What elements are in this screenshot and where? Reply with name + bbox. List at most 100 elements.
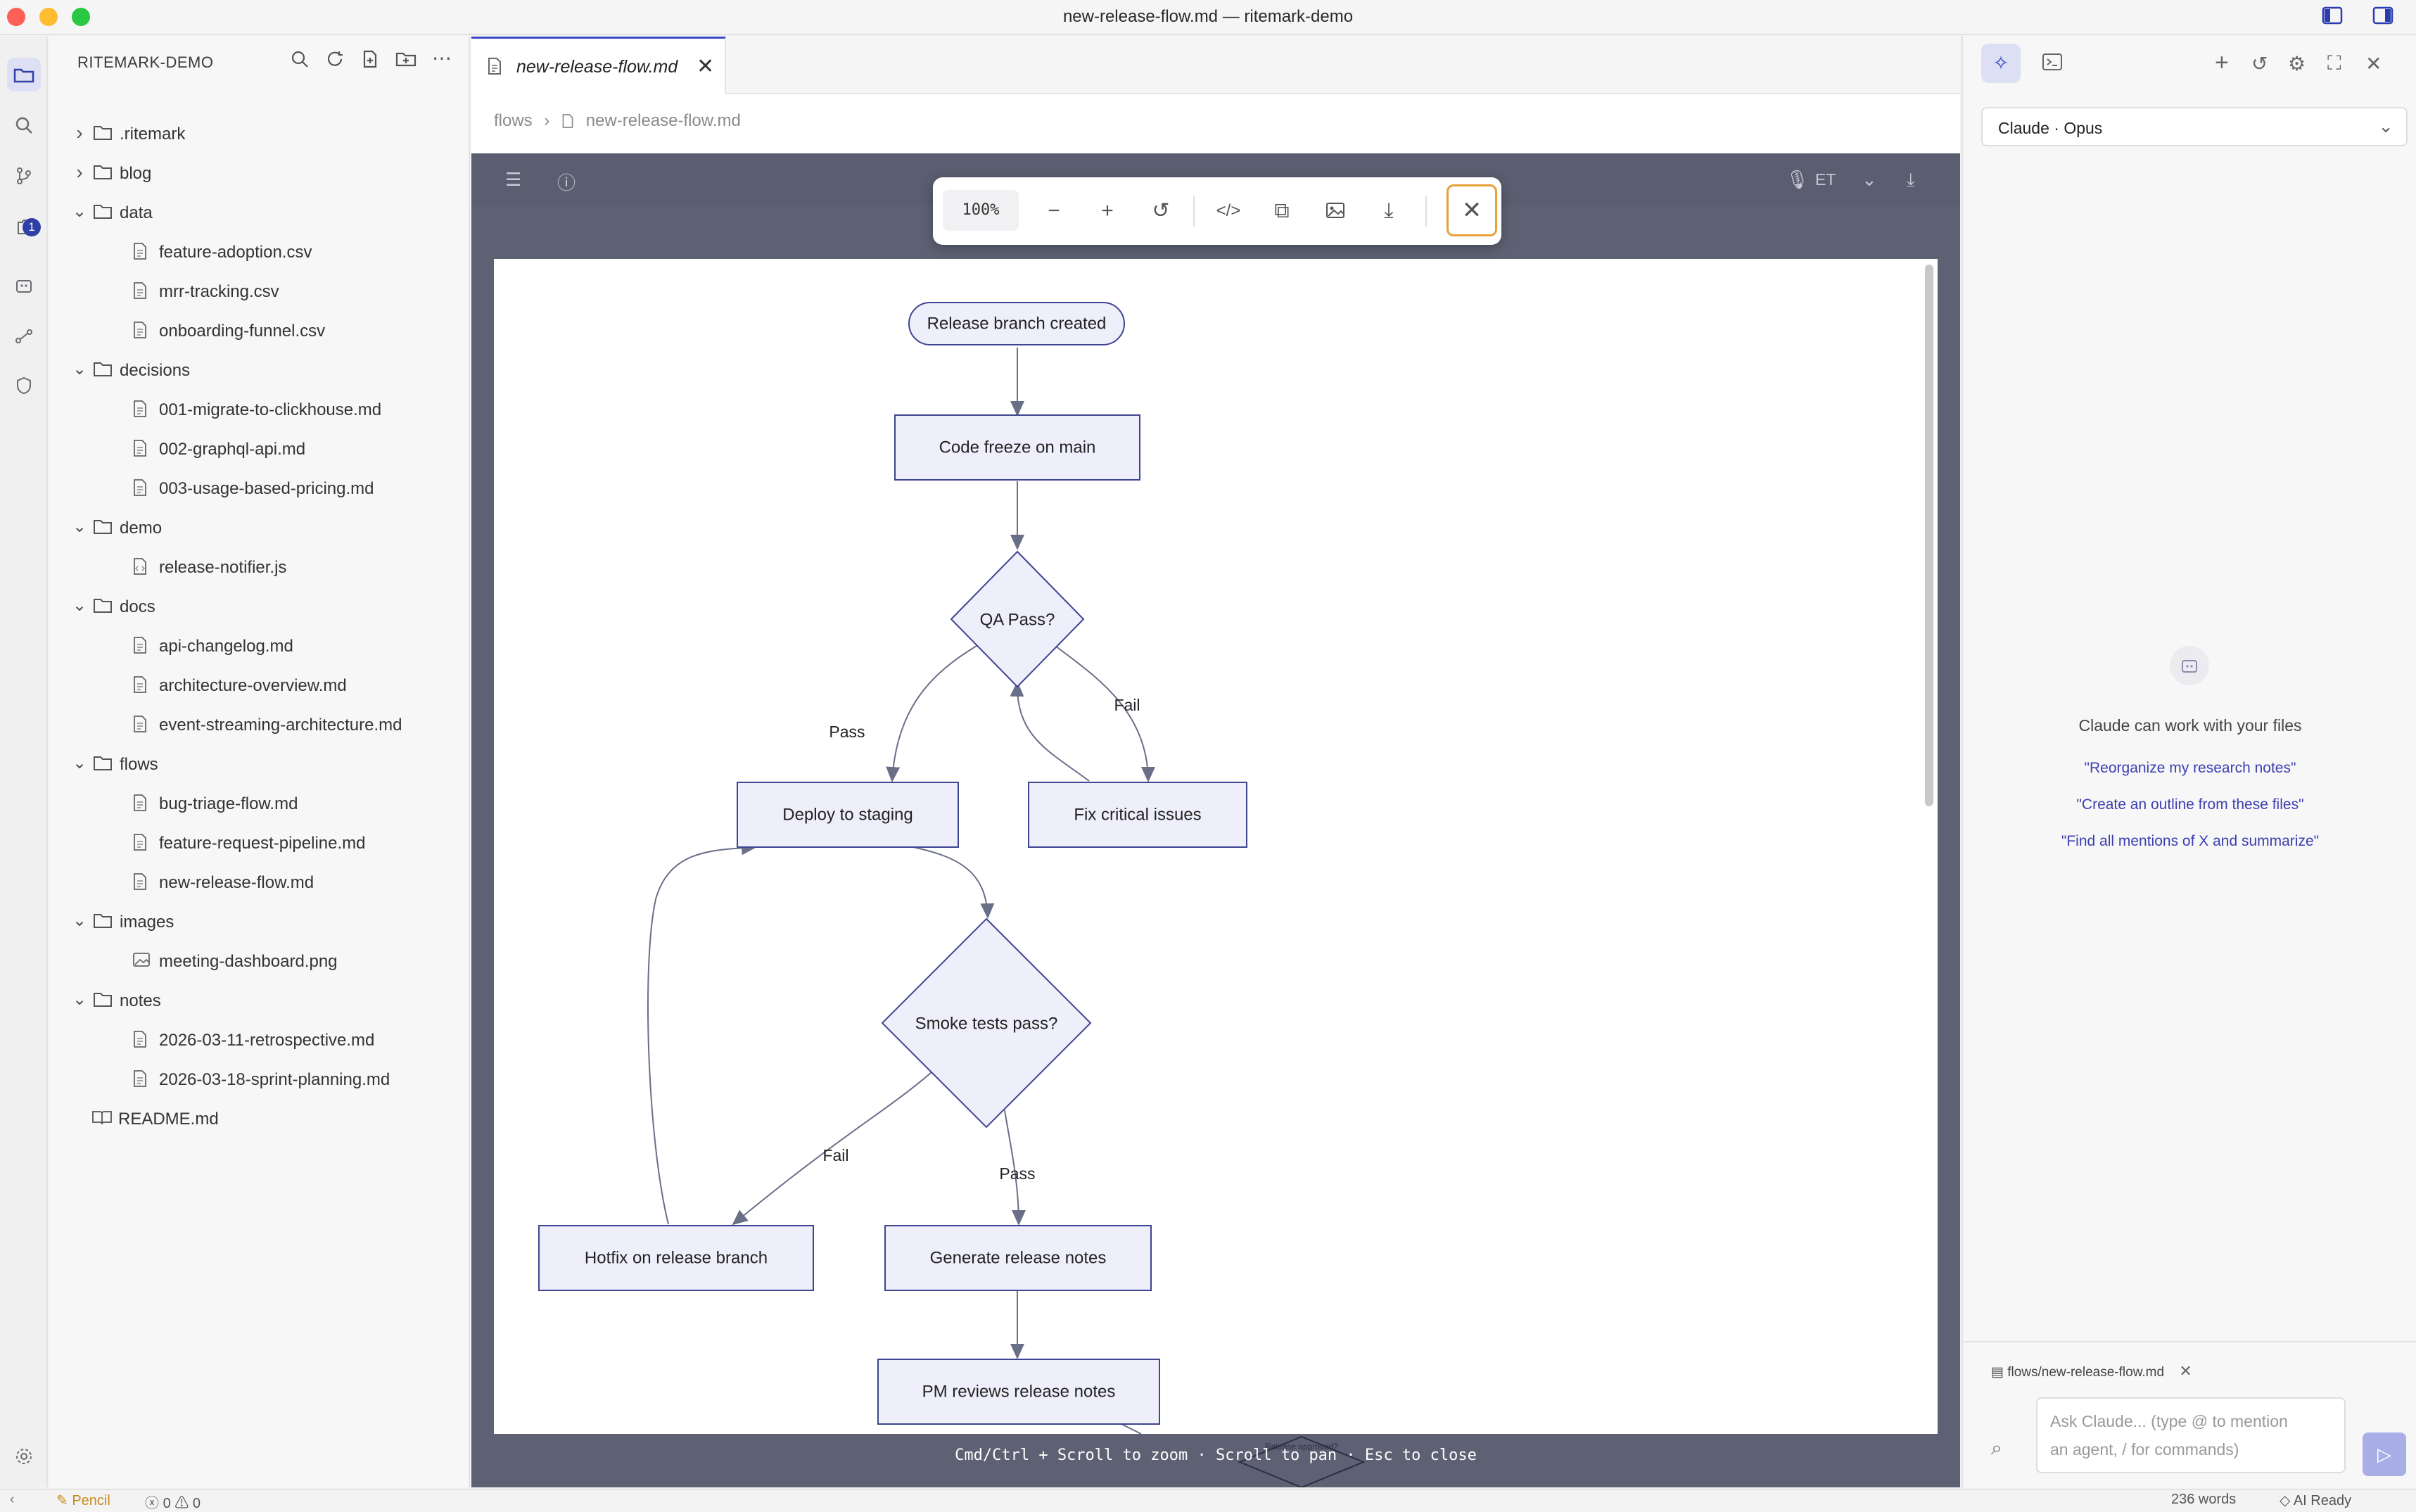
node-release-notes[interactable]: [884, 1225, 1152, 1291]
zoom-level[interactable]: 100%: [943, 190, 1019, 231]
tree-file[interactable]: feature-request-pipeline.md: [49, 823, 470, 863]
panel-toggle-icon[interactable]: ‹: [10, 1492, 15, 1507]
code-view-icon[interactable]: </>: [1216, 201, 1241, 220]
search-files-icon[interactable]: [290, 49, 310, 74]
settings-icon[interactable]: ⚙: [2288, 53, 2306, 75]
context-file-chip[interactable]: ▤ flows/new-release-flow.md ✕: [1991, 1362, 2192, 1380]
download-icon[interactable]: ⤓: [1384, 199, 1394, 222]
terminal-icon[interactable]: [2042, 52, 2063, 77]
tree-file[interactable]: api-changelog.md: [49, 626, 470, 666]
tree-file[interactable]: README.md: [49, 1099, 470, 1138]
tree-folder[interactable]: ⌄demo: [49, 508, 470, 547]
tree-folder[interactable]: ⌄docs: [49, 587, 470, 626]
tree-file[interactable]: 003-usage-based-pricing.md: [49, 469, 470, 508]
tree-file[interactable]: new-release-flow.md: [49, 863, 470, 902]
new-file-icon[interactable]: [360, 49, 380, 74]
diagram-canvas[interactable]: Pass Fail Fail Pass Release branch creat…: [494, 259, 1938, 1434]
breadcrumb-folder[interactable]: flows: [494, 111, 533, 130]
copy-icon[interactable]: ⧉: [1274, 199, 1290, 222]
tree-file[interactable]: 2026-03-11-retrospective.md: [49, 1020, 470, 1060]
tree-folder[interactable]: ⌄flows: [49, 744, 470, 784]
chevron-down-icon[interactable]: ⌄: [72, 990, 87, 1009]
node-fix-issues[interactable]: [1028, 782, 1247, 848]
sparkle-icon[interactable]: ✧: [1981, 44, 2021, 83]
chevron-down-icon[interactable]: ⌄: [72, 517, 87, 536]
reset-zoom-icon[interactable]: ↺: [1152, 199, 1170, 222]
canvas-scrollbar[interactable]: [1925, 265, 1933, 806]
tree-file[interactable]: 001-migrate-to-clickhouse.md: [49, 390, 470, 429]
tree-file[interactable]: feature-adoption.csv: [49, 232, 470, 272]
ai-status[interactable]: ◇ AI Ready: [2280, 1493, 2352, 1508]
chevron-down-icon[interactable]: ⌄: [72, 360, 87, 379]
tree-file[interactable]: meeting-dashboard.png: [49, 941, 470, 981]
send-button[interactable]: ▷: [2363, 1432, 2406, 1476]
suggestion-find-mentions[interactable]: "Find all mentions of X and summarize": [2061, 833, 2320, 849]
tree-file[interactable]: mrr-tracking.csv: [49, 272, 470, 311]
model-select[interactable]: Claude · Opus ⌄: [1981, 107, 2408, 146]
suggestion-outline[interactable]: "Create an outline from these files": [2076, 796, 2304, 813]
plus-icon[interactable]: +: [2215, 49, 2229, 76]
image-icon[interactable]: [1316, 191, 1355, 231]
tree-file[interactable]: architecture-overview.md: [49, 666, 470, 705]
close-window-button[interactable]: [7, 8, 25, 26]
chevron-down-icon[interactable]: ⌄: [72, 596, 87, 615]
tree-folder[interactable]: ⌄decisions: [49, 350, 470, 390]
toggle-left-sidebar-icon[interactable]: [2322, 6, 2346, 28]
export-icon[interactable]: ⤓: [1907, 169, 1915, 190]
close-viewer-button[interactable]: ✕: [1447, 184, 1497, 236]
node-release-branch[interactable]: [908, 302, 1125, 345]
node-code-freeze[interactable]: [894, 414, 1140, 481]
node-qa-pass[interactable]: [950, 550, 1085, 688]
flow-icon[interactable]: [7, 319, 41, 353]
tree-file[interactable]: onboarding-funnel.csv: [49, 311, 470, 350]
language-label[interactable]: ET: [1815, 170, 1836, 189]
chevron-down-icon[interactable]: ⌄: [72, 754, 87, 773]
chevron-down-icon[interactable]: ⌄: [1862, 169, 1877, 190]
search-icon[interactable]: [7, 108, 41, 142]
chevron-right-icon[interactable]: ›: [76, 122, 83, 144]
explorer-icon[interactable]: [7, 58, 41, 91]
node-smoke-tests[interactable]: [881, 917, 1092, 1129]
node-deploy-staging[interactable]: [737, 782, 959, 848]
zoom-in-icon[interactable]: +: [1101, 199, 1114, 222]
chevron-right-icon[interactable]: ›: [76, 161, 83, 183]
menu-icon[interactable]: ☰: [505, 169, 522, 190]
tree-file[interactable]: bug-triage-flow.md: [49, 784, 470, 823]
shield-icon[interactable]: [7, 369, 41, 402]
tree-folder[interactable]: ›.ritemark: [49, 114, 470, 153]
tab-new-release-flow[interactable]: new-release-flow.md ✕: [471, 37, 726, 94]
breadcrumb-file[interactable]: new-release-flow.md: [585, 111, 741, 130]
expand-icon[interactable]: ⛶: [2327, 52, 2341, 74]
tree-folder[interactable]: ⌄images: [49, 902, 470, 941]
tree-folder[interactable]: ›blog: [49, 153, 470, 193]
tree-file[interactable]: 002-graphql-api.md: [49, 429, 470, 469]
tree-file[interactable]: release-notifier.js: [49, 547, 470, 587]
minimize-window-button[interactable]: [39, 8, 58, 26]
maximize-window-button[interactable]: [72, 8, 90, 26]
chevron-down-icon[interactable]: ⌄: [72, 202, 87, 221]
node-hotfix[interactable]: [538, 1225, 814, 1291]
source-control-icon[interactable]: [7, 159, 41, 193]
assistant-icon[interactable]: [7, 269, 41, 303]
toggle-right-sidebar-icon[interactable]: [2372, 6, 2396, 28]
tree-folder[interactable]: ⌄notes: [49, 981, 470, 1020]
suggestion-reorganize[interactable]: "Reorganize my research notes": [2084, 760, 2296, 776]
tree-file[interactable]: 2026-03-18-sprint-planning.md: [49, 1060, 470, 1099]
history-icon[interactable]: ↺: [2251, 53, 2268, 75]
chevron-down-icon[interactable]: ⌄: [72, 911, 87, 930]
mode-indicator[interactable]: ✎ Pencil: [56, 1493, 110, 1508]
close-panel-icon[interactable]: ✕: [2365, 53, 2382, 75]
close-tab-icon[interactable]: ✕: [697, 55, 715, 78]
paperclip-icon[interactable]: ⌕: [1991, 1437, 2002, 1459]
info-icon[interactable]: ⓘ: [557, 172, 576, 193]
remove-context-icon[interactable]: ✕: [2179, 1362, 2192, 1380]
microphone-icon[interactable]: 🎙: [1786, 169, 1810, 190]
more-actions-icon[interactable]: ⋯: [432, 47, 452, 69]
chat-input[interactable]: Ask Claude... (type @ to mention an agen…: [2036, 1397, 2346, 1473]
node-pm-review[interactable]: [877, 1359, 1160, 1425]
gear-icon[interactable]: [7, 1440, 41, 1473]
refresh-icon[interactable]: [325, 49, 345, 74]
problems-indicator[interactable]: ⓧ 0 ⚠ 0: [145, 1496, 201, 1511]
tree-file[interactable]: event-streaming-architecture.md: [49, 705, 470, 744]
new-folder-icon[interactable]: [395, 49, 417, 74]
